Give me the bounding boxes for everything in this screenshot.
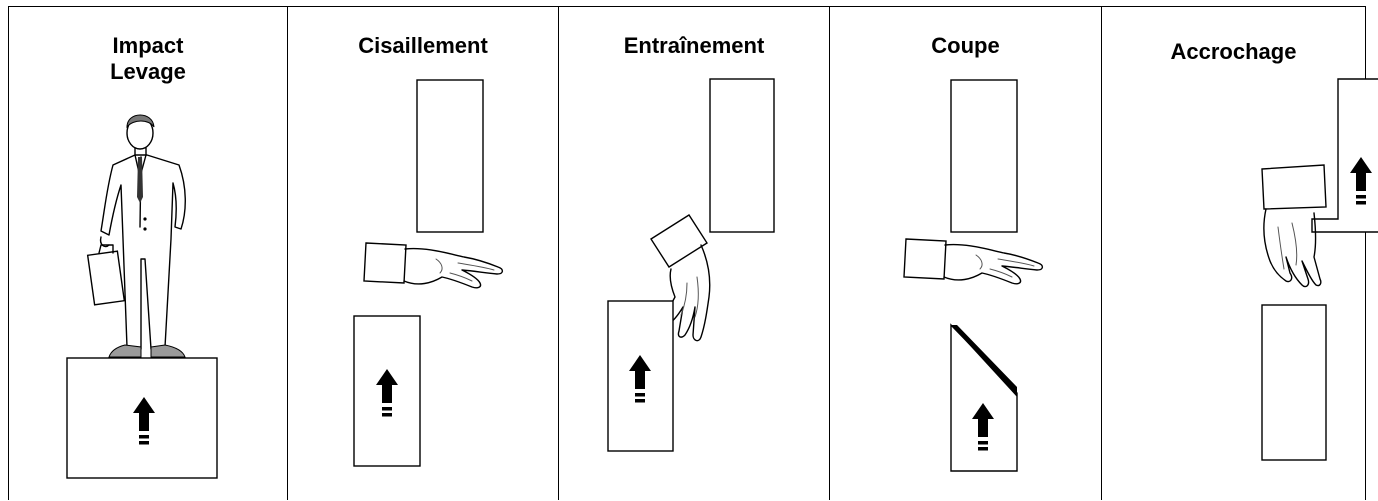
card-bottom xyxy=(1261,304,1327,461)
card-top xyxy=(416,79,484,233)
panel-impact-levage: Impact Levage xyxy=(9,7,288,500)
hand-with-cuff-icon xyxy=(1261,164,1327,288)
card-with-up-arrow-icon xyxy=(353,315,421,467)
panel-title: Cisaillement xyxy=(358,33,488,58)
notched-card-with-up-arrow-icon xyxy=(1311,78,1378,233)
panel-title: Coupe xyxy=(931,33,1000,58)
person-with-briefcase-icon xyxy=(86,114,186,358)
panel-title: Accrochage xyxy=(1170,39,1297,64)
hazard-table: Impact Levage xyxy=(8,6,1378,500)
panel-entrainement: Entraînement xyxy=(559,7,830,500)
card-with-up-arrow-icon xyxy=(66,357,218,479)
hand-with-cuff-icon xyxy=(363,242,504,289)
panel-title: Entraînement xyxy=(623,33,765,58)
panel-title: Impact Levage xyxy=(110,33,186,84)
card-with-up-arrow-icon xyxy=(607,300,674,452)
card-top xyxy=(709,78,775,233)
panel-coupe: Coupe xyxy=(830,7,1102,500)
card-top xyxy=(950,79,1018,233)
panel-cisaillement: Cisaillement xyxy=(288,7,559,500)
cut-card-with-up-arrow-icon xyxy=(950,323,1018,472)
hand-with-cuff-icon xyxy=(903,238,1044,285)
panel-accrochage: Accrochage xyxy=(1102,7,1378,500)
